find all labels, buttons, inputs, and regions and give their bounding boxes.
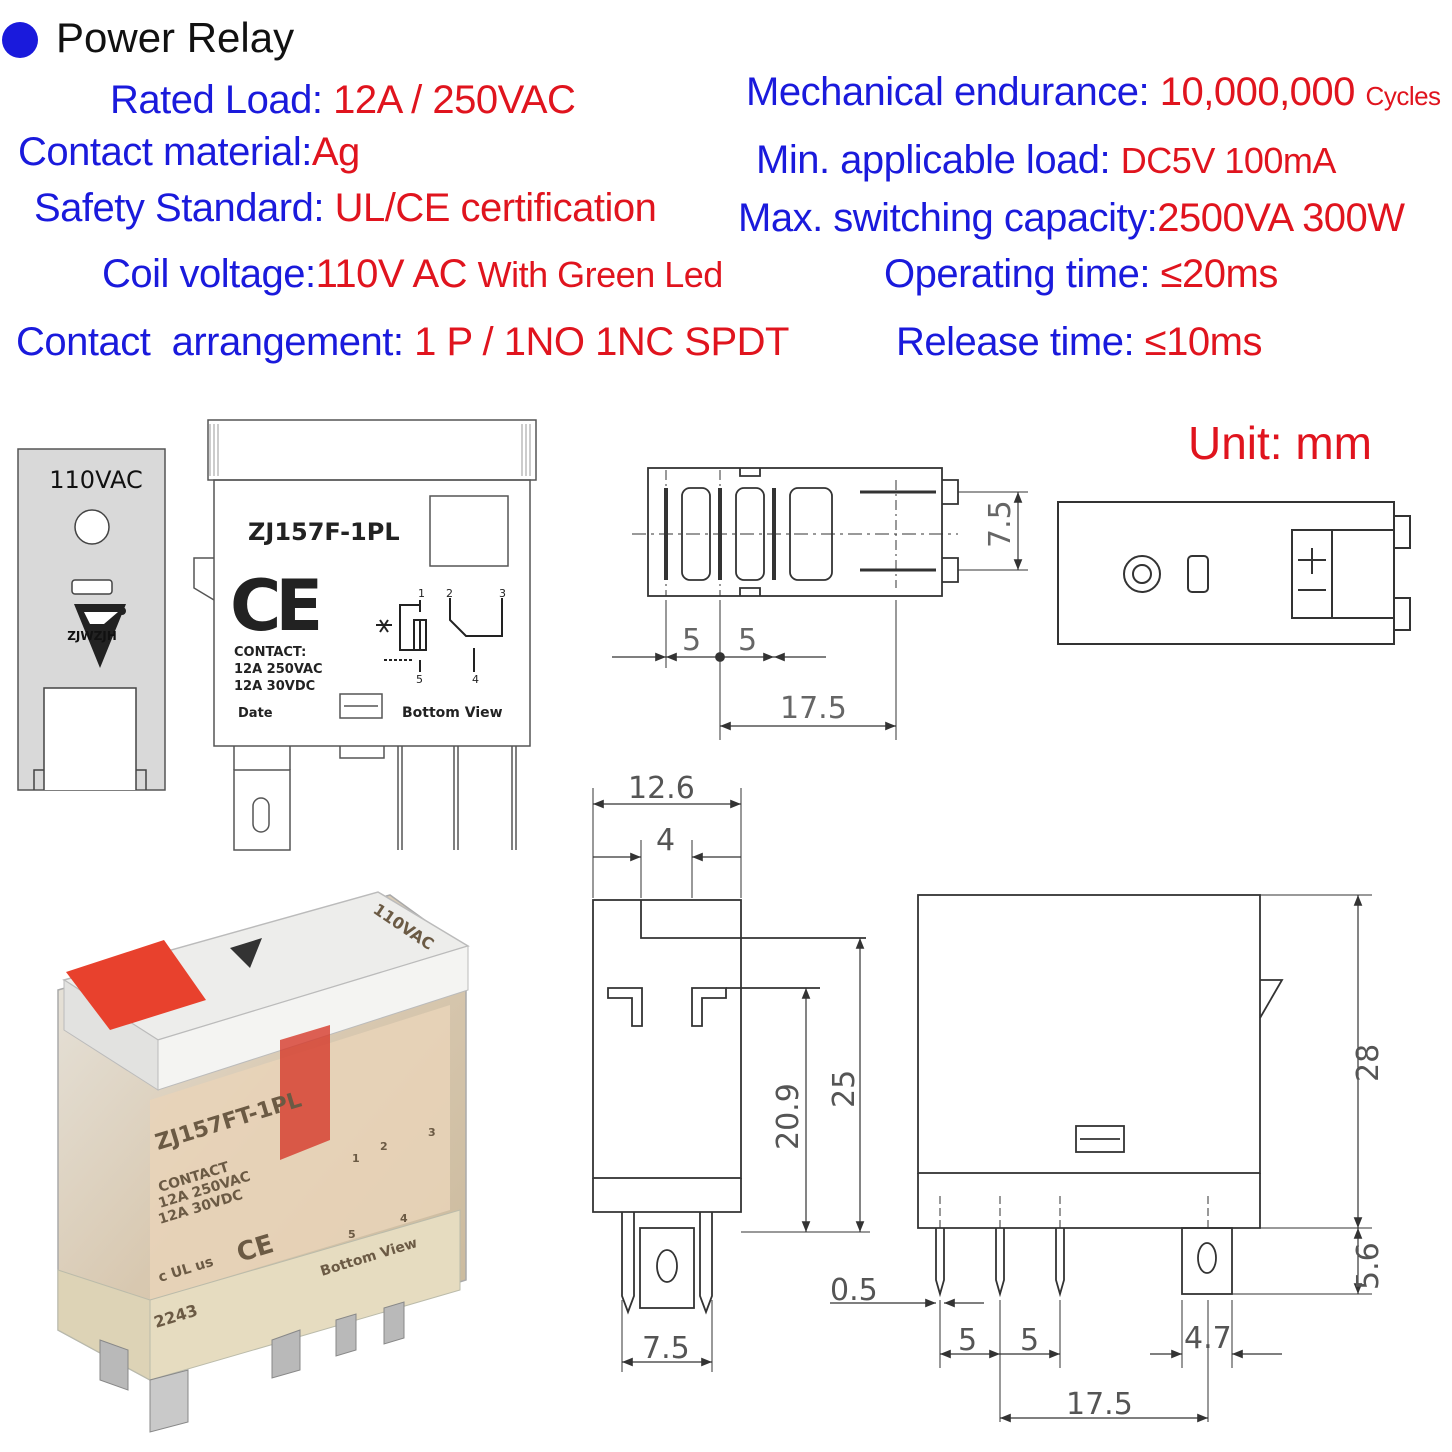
svg-text:2: 2 (446, 587, 453, 600)
svg-text:5: 5 (416, 673, 423, 686)
spec-safety-standard: Safety Standard: UL/CE certification (34, 186, 657, 230)
svg-text:3: 3 (499, 587, 506, 600)
spec-contact-arrangement: Contact arrangement: 1 P / 1NO 1NC SPDT (16, 320, 789, 364)
model-text: ZJ157F-1PL (248, 518, 400, 546)
photo-logo-icon (230, 938, 262, 968)
svg-text:4: 4 (656, 823, 675, 858)
spec-rated-load: Rated Load: 12A / 250VAC (110, 78, 576, 122)
brand-text: ZJWZJH (67, 629, 117, 643)
brand-logo-icon (74, 604, 126, 668)
spec-max-switching: Max. switching capacity:2500VA 300W (738, 196, 1405, 240)
svg-text:12.6: 12.6 (628, 771, 695, 806)
svg-text:Date: Date (238, 706, 273, 721)
front-profile-drawing (830, 894, 1372, 1423)
svg-text:5: 5 (958, 1323, 977, 1358)
spec-release-time: Release time: ≤10ms (896, 320, 1262, 364)
circuit-schematic (376, 598, 503, 672)
page-title: Power Relay (56, 14, 295, 61)
test-button-icon (66, 940, 206, 1030)
relay-photo: 110VAC ZJ157FT-1PL CONTACT 12A 250VAC 12… (57, 891, 470, 1433)
svg-text:1: 1 (352, 1152, 360, 1165)
led-window-icon (74, 509, 110, 545)
side-label-drawing: 110VAC ZJWZJH (17, 448, 166, 791)
svg-text:5.6: 5.6 (1351, 1242, 1386, 1290)
spec-contact-material: Contact material:Ag (18, 130, 360, 174)
svg-text:Bottom View: Bottom View (402, 705, 503, 721)
side-voltage: 110VAC (49, 466, 142, 494)
svg-text:3: 3 (428, 1126, 436, 1139)
spec-min-load: Min. applicable load: DC5V 100mA (756, 138, 1336, 182)
spec-mechanical-endurance: Mechanical endurance: 10,000,000 Cycles (746, 70, 1441, 114)
svg-text:12A 30VDC: 12A 30VDC (234, 679, 315, 694)
bottom-view-dims: 5 5 17.5 7.5 (682, 500, 1018, 726)
svg-text:1: 1 (418, 587, 425, 600)
svg-text:28: 28 (1351, 1044, 1386, 1082)
svg-text:17.5: 17.5 (780, 691, 847, 726)
unit-label: Unit: mm (1188, 417, 1372, 469)
svg-text:20.9: 20.9 (771, 1083, 806, 1150)
svg-text:25: 25 (827, 1070, 862, 1108)
side-profile-dims: 12.6 4 20.9 25 7.5 (628, 771, 862, 1366)
spec-operating-time: Operating time: ≤20ms (884, 252, 1278, 296)
svg-text:4: 4 (400, 1212, 408, 1225)
svg-text:7.5: 7.5 (983, 500, 1018, 548)
svg-text:5: 5 (682, 623, 701, 658)
svg-text:2: 2 (380, 1140, 388, 1153)
svg-text:0.5: 0.5 (830, 1273, 878, 1308)
svg-text:4.7: 4.7 (1184, 1321, 1232, 1356)
front-profile-dims: 28 5.6 0.5 5 5 4.7 17.5 (830, 1044, 1386, 1422)
svg-text:17.5: 17.5 (1066, 1387, 1133, 1422)
spec-coil-voltage: Coil voltage:110V AC With Green Led (102, 252, 723, 296)
side-profile-drawing (592, 788, 870, 1372)
front-label-drawing (193, 419, 537, 851)
bottom-view-drawing (612, 467, 1028, 740)
svg-text:12A 250VAC: 12A 250VAC (234, 662, 323, 677)
bullet-dot-icon (2, 22, 38, 58)
svg-text:7.5: 7.5 (642, 1331, 690, 1366)
svg-text:4: 4 (472, 673, 479, 686)
front-label-text: ZJ157F-1PL CE CONTACT: 12A 250VAC 12A 30… (230, 518, 506, 721)
svg-text:5: 5 (1020, 1323, 1039, 1358)
knurl-pattern (209, 424, 531, 476)
svg-text:5: 5 (348, 1228, 356, 1241)
svg-text:CONTACT:: CONTACT: (234, 645, 306, 660)
ce-mark-icon: CE (230, 565, 318, 647)
top-view-drawing (1057, 501, 1411, 645)
svg-text:5: 5 (738, 623, 757, 658)
